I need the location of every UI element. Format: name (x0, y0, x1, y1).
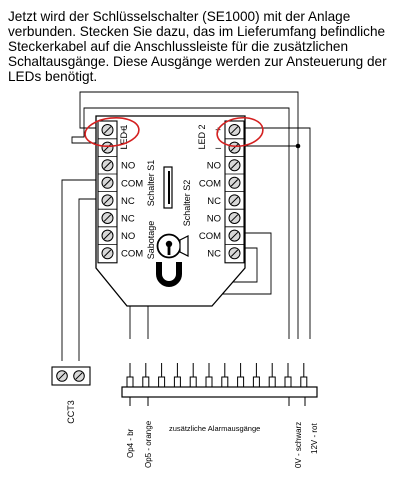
cct3-connector: CCT3 (51, 366, 91, 424)
left-terminal-terminal-label: + (121, 126, 127, 137)
strip-pin (237, 363, 245, 388)
right-terminal-screw-7 (228, 229, 241, 242)
cct3-screw-1 (56, 370, 68, 382)
left-terminal-screw-5 (101, 194, 114, 207)
left-terminal-terminal-label: NO (121, 161, 135, 172)
left-terminal-screw-7 (101, 229, 114, 242)
pin-label-op4: Op4 - br (126, 428, 135, 458)
left-terminal-screw-1 (101, 124, 114, 136)
left-terminal-screw-4 (101, 176, 114, 189)
right-terminal-screw-4 (228, 176, 241, 189)
right-terminal-terminal-label: NC (207, 249, 221, 260)
right-terminal-screw-1 (228, 124, 241, 136)
wire-junction (295, 143, 301, 149)
strip-pin (252, 363, 260, 388)
pin-label-op5: Op5 - orange (144, 420, 153, 468)
left-terminal-terminal-label: NC (121, 214, 135, 225)
left-terminal-screw-6 (101, 212, 114, 224)
pin-label-0v: 0V - schwarz (294, 422, 303, 468)
strip-pin (300, 363, 308, 388)
wire-led2-plus (240, 127, 311, 339)
left-terminal-terminal-label: NC (121, 196, 135, 207)
sabotage-label: Sabotage (146, 221, 156, 260)
wire-left-nc (78, 198, 100, 361)
strip-pin (173, 363, 181, 388)
led2-label: LED 2 (197, 124, 207, 149)
left-terminal-terminal-label: NO (121, 231, 135, 242)
pin-label-12v: 12V - rot (310, 423, 319, 454)
led1-label: LED 1 (119, 124, 129, 149)
right-terminal-screw-8 (228, 247, 241, 260)
strip-pin (205, 363, 213, 388)
right-terminal-terminal-label: – (215, 143, 221, 154)
left-terminal-screw-2 (101, 141, 114, 154)
wire-left-plus (79, 91, 299, 339)
highlight-led1-terminals (84, 116, 140, 148)
sabotage-switch (163, 166, 173, 209)
wire-right-com (147, 232, 272, 339)
right-terminal-screw-5 (228, 194, 241, 207)
right-terminal-screw-6 (228, 212, 241, 224)
strip-pin-row (126, 363, 308, 406)
strip-pin (268, 363, 276, 388)
strip-pin (284, 363, 292, 388)
wire-left-com (61, 179, 100, 361)
left-terminal-terminal-label: – (121, 143, 127, 154)
alarm-output-strip: Op4 - br Op5 - orange zusätzliche Alarma… (121, 363, 319, 468)
strip-caption: zusätzliche Alarmausgänge (169, 424, 260, 433)
right-terminal-terminal-label: NO (207, 161, 221, 172)
right-terminal-screw-2 (228, 141, 241, 154)
cct3-screw-2 (73, 370, 85, 382)
right-terminal-terminal-label: NO (207, 214, 221, 225)
left-terminal-screw-3 (101, 159, 114, 172)
strip-pin (126, 363, 134, 388)
board-outline (95, 115, 246, 307)
strip-pin (221, 363, 229, 388)
left-terminal-terminal-label: COM (121, 178, 143, 189)
cct3-label: CCT3 (66, 400, 76, 424)
strip-pin (189, 363, 197, 388)
key-switch-icon (156, 233, 189, 287)
switch1-label: Schalter S1 (146, 160, 156, 207)
right-terminal-terminal-label: COM (199, 231, 221, 242)
right-terminal-screw-3 (228, 159, 241, 172)
strip-pin (142, 363, 150, 388)
strip-pin (158, 363, 166, 388)
left-terminal-block: + – NO COM NC NC NO COM (97, 120, 143, 264)
right-terminal-terminal-label: COM (199, 178, 221, 189)
right-terminal-terminal-label: NC (207, 196, 221, 207)
left-terminal-terminal-label: COM (121, 249, 143, 260)
left-terminal-screw-8 (101, 247, 114, 260)
wire-left-minus (71, 107, 290, 339)
instruction-text: Jetzt wird der Schlüsselschalter (SE1000… (8, 9, 387, 84)
highlight-led2-terminals (216, 116, 264, 148)
switch2-label: Schalter S2 (182, 180, 192, 227)
